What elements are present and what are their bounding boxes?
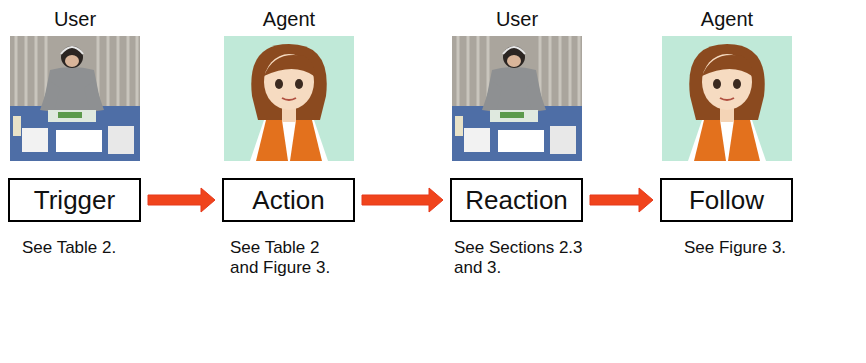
label-text: See Table 2. [22, 238, 116, 257]
label-text: See Table 2 and Figure 3. [230, 238, 330, 277]
reference-note: See Figure 3. [684, 238, 824, 258]
reference-note: See Sections 2.3 and 3. [454, 238, 592, 279]
label-text: Agent [263, 8, 315, 30]
label-text: Agent [701, 8, 753, 30]
label-text: User [54, 8, 96, 30]
agent-figure [662, 36, 792, 161]
stage-name: Trigger [34, 185, 115, 216]
flow-arrow [362, 188, 443, 212]
stage-name: Reaction [465, 185, 568, 216]
stage-box: Trigger [8, 178, 141, 222]
role-heading: User [10, 7, 140, 31]
stage-box: Follow [660, 178, 793, 222]
label-text: See Figure 3. [684, 238, 786, 257]
role-heading: Agent [662, 7, 792, 31]
reference-note: See Table 2. [22, 238, 162, 258]
stage-box: Action [222, 178, 355, 222]
role-heading: User [452, 7, 582, 31]
role-heading: Agent [224, 7, 354, 31]
stage-name: Action [252, 185, 324, 216]
reference-note: See Table 2 and Figure 3. [230, 238, 342, 279]
stage-name: Follow [689, 185, 764, 216]
flow-arrow [148, 188, 215, 212]
stage-box: Reaction [450, 178, 583, 222]
user-photo [452, 36, 582, 161]
label-text: User [496, 8, 538, 30]
flow-arrow [590, 188, 653, 212]
user-photo [10, 36, 140, 161]
label-text: See Sections 2.3 and 3. [454, 238, 583, 277]
agent-figure [224, 36, 354, 161]
